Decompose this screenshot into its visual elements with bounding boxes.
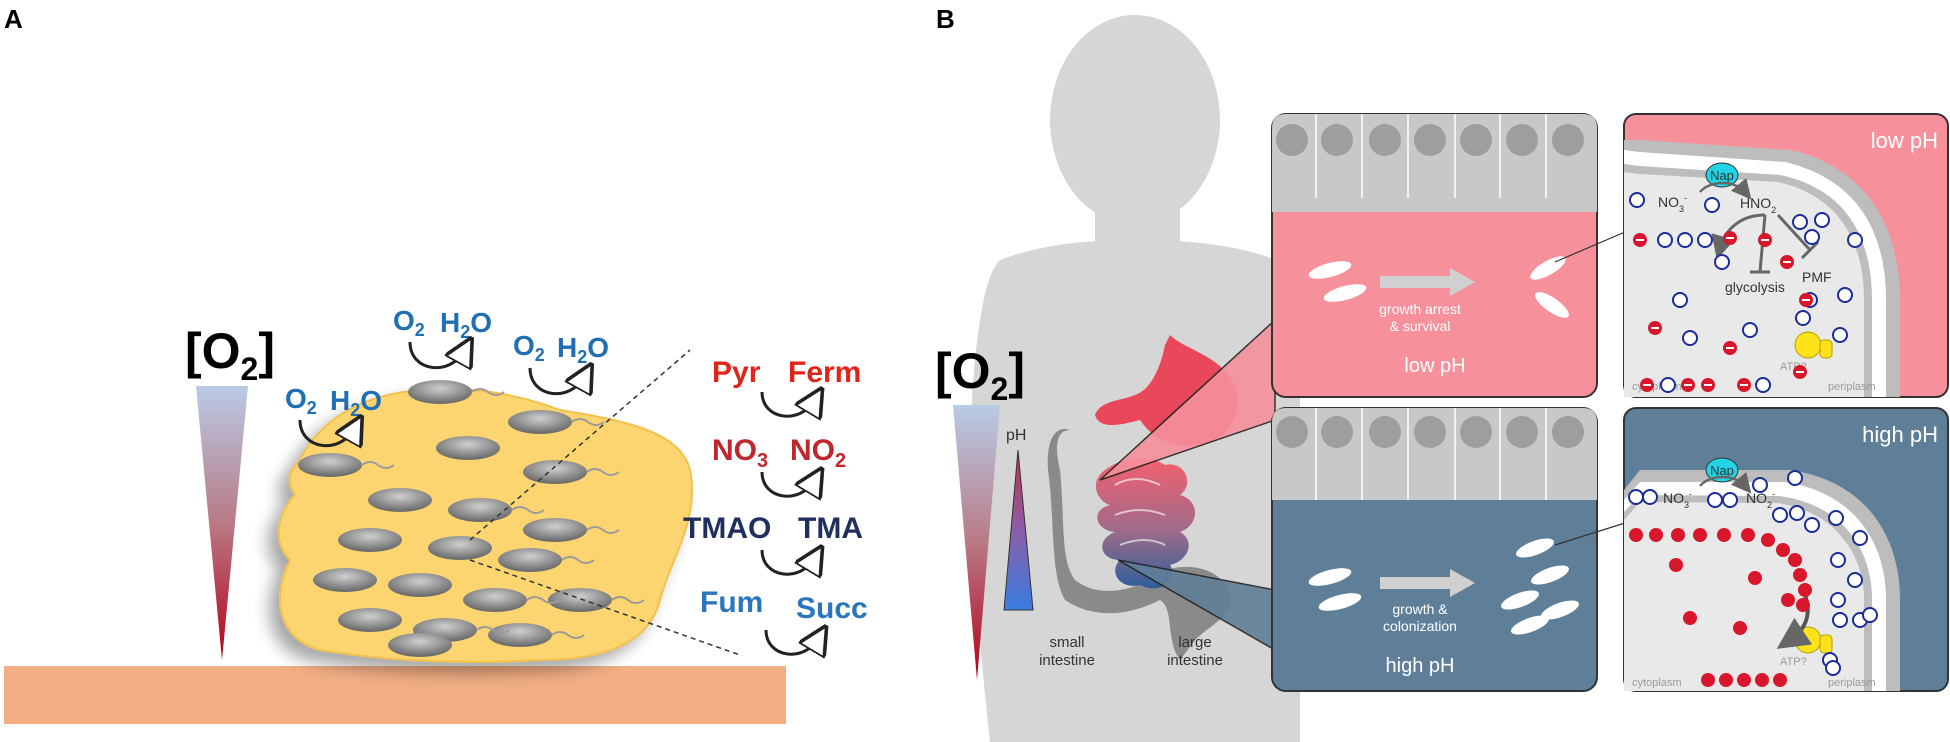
acceptor-fum-succ: Fum Succ [700,586,868,654]
acceptor-pyr-ferm: Pyr Ferm [712,356,861,416]
reaction-2-left: O2 [393,305,425,340]
periplasm-label-low: periplasm [1828,381,1876,393]
acceptor-2-left: NO3 [712,434,768,472]
low-ph-caption: growth arrest& survival [1379,301,1461,334]
acceptor-1-left: Pyr [712,356,761,389]
nap-label-high: Nap [1710,463,1734,478]
bacteria-flagella [361,388,645,639]
panel-b-o2-label: [O2] [935,343,1025,407]
zoom-line-bottom [469,559,741,656]
acceptor-4-arrow [764,630,819,654]
positive-ions-low [1629,192,1863,393]
acceptor-1-arrow [760,392,815,416]
hno2-arrow-glycolysis [1711,213,1766,260]
low-ph-cell: low pH Nap NO3- HNO2 PMF glycolysis ATP?… [1623,113,1949,398]
reaction-3-right: H2O [557,332,609,367]
atp-synthase-low [1794,331,1833,359]
positive-ions-high [1628,470,1878,676]
zoom-line-top [469,349,691,541]
acceptor-1-right: Ferm [788,356,861,389]
nap-enzyme-low [1705,162,1739,188]
pmf-label: PMF [1802,269,1832,285]
reaction-3-left: O2 [513,330,545,365]
substrate-surface [4,666,786,724]
high-ph-cell: high pH Nap NO3- NO2- ATP? cytoplasm per… [1623,407,1949,692]
reaction-1-right: H2O [330,385,382,420]
acceptor-4-left: Fum [700,586,763,619]
reaction-1-arrow [298,420,355,446]
connector-high [1554,522,1626,546]
low-ph-cell-corner-label: low pH [1871,128,1938,153]
hno2-inhibit-pmf [1776,213,1820,260]
panel-a-letter: A [4,4,23,34]
low-ph-region-label: low pH [1404,355,1465,377]
high-ph-panel: growth &colonization high pH [1271,407,1598,692]
bacteria-cluster [298,380,612,657]
reaction-2-right: H2O [440,307,492,342]
acceptor-3-left: TMAO [683,512,771,545]
low-ph-panel: growth arrest& survival low pH [1271,113,1598,398]
surface-reaction-2: O2 H2O [393,305,492,368]
connector-low [1554,231,1626,263]
panel-a-o2-label: [O2] [185,323,275,387]
acceptor-tmao-tma: TMAO TMA [683,512,863,574]
panel-b-letter: B [936,4,955,34]
small-intestine [1095,458,1195,589]
acceptor-3-arrow [760,550,815,574]
high-ph-cell-corner-label: high pH [1862,422,1938,447]
negative-ions-high [1629,528,1812,687]
ph-gradient [1003,449,1034,611]
nap-label-low: Nap [1710,168,1734,183]
large-intestine [1047,429,1231,660]
acceptor-2-right: NO2 [790,434,846,472]
acceptor-4-right: Succ [796,592,868,625]
ph-label: pH [1006,427,1026,444]
surface-reaction-3: O2 H2O [513,330,609,394]
nap-enzyme-high [1705,457,1739,483]
hno2-label-low: HNO2 [1740,195,1776,215]
panel-b-o2-gradient [953,405,1000,680]
reaction-3-arrow [528,368,585,394]
acceptor-2-arrow [760,472,815,496]
acceptor-no3-no2: NO3 NO2 [712,434,846,496]
high-ph-caption: growth &colonization [1383,601,1457,634]
panel-a-o2-gradient [196,386,248,660]
reaction-2-arrow [408,342,465,368]
reaction-1-left: O2 [285,383,317,418]
acceptor-3-right: TMA [798,512,863,545]
periplasm-label-high: periplasm [1828,677,1876,689]
atp-label-high: ATP? [1780,656,1807,668]
high-ph-region-label: high pH [1386,655,1455,677]
glycolysis-label: glycolysis [1725,279,1785,295]
panel-a: A [4,4,868,724]
cytoplasm-label-high: cytoplasm [1632,677,1682,689]
